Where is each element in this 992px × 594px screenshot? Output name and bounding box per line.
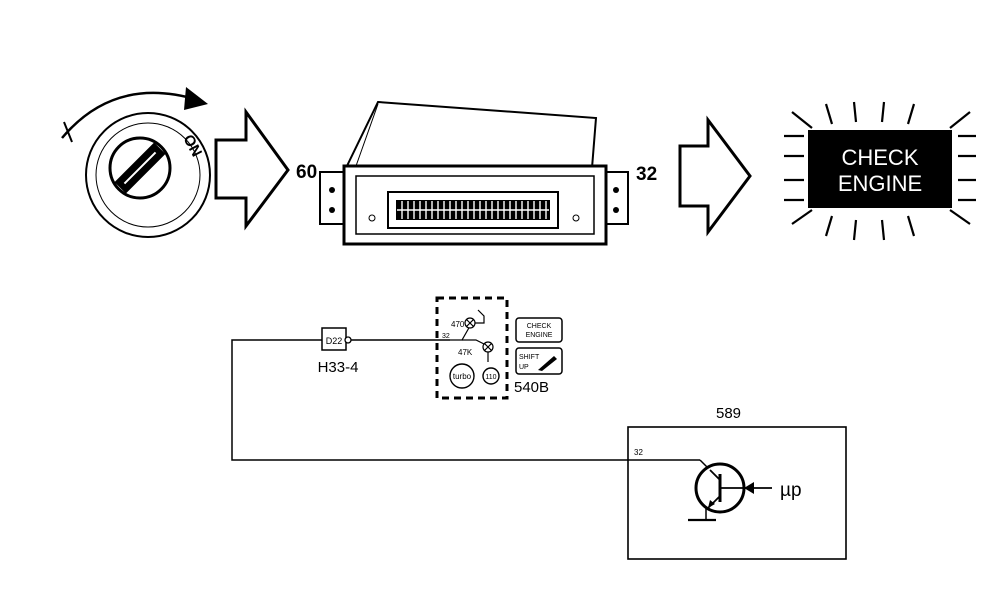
lamp-face bbox=[808, 130, 952, 208]
panel-pin-label: 32 bbox=[442, 333, 450, 340]
check-engine-indicator-line-2: ENGINE bbox=[526, 332, 553, 339]
switch-bezel bbox=[95, 122, 201, 228]
connector-label: H33-4 bbox=[318, 359, 359, 376]
rotation-arrowhead bbox=[184, 87, 208, 110]
shift-up-indicator-line-1: SHIFT bbox=[519, 354, 540, 361]
shift-lever-icon bbox=[538, 356, 557, 371]
signal-wire bbox=[231, 339, 700, 461]
lamp-470-symbol bbox=[464, 317, 476, 329]
panel-gauge-110-label: 110 bbox=[485, 374, 496, 381]
ignition-switch: ON bbox=[61, 87, 211, 238]
arc-tick bbox=[63, 121, 73, 143]
shift-up-indicator bbox=[515, 347, 563, 375]
panel-outline bbox=[435, 296, 509, 400]
instrument-panel-540b: 32 470 47K turbo 110 CHECK ENGINE SHIFT … bbox=[435, 296, 563, 400]
control-unit-pin-label: 32 bbox=[634, 448, 643, 457]
panel-label: 540B bbox=[514, 379, 549, 396]
turbo-gauge-label: turbo bbox=[453, 372, 472, 381]
input-arrowhead bbox=[744, 482, 754, 494]
flow-arrow-2 bbox=[678, 115, 752, 237]
ecu-output-pin-label: 32 bbox=[636, 164, 657, 185]
control-unit-589: 589 32 µp bbox=[627, 405, 847, 560]
turbo-gauge bbox=[449, 363, 475, 389]
check-engine-indicator bbox=[515, 317, 563, 343]
panel-gauge-110 bbox=[482, 367, 500, 385]
transistor-symbol bbox=[694, 462, 746, 514]
resistor-47k-label: 47K bbox=[458, 348, 473, 357]
ecu-lid bbox=[344, 100, 598, 169]
connector-h33-4: D22 H33-4 bbox=[318, 327, 359, 376]
flow-arrow-1 bbox=[214, 107, 290, 231]
connector-pin-label: D22 bbox=[326, 336, 343, 346]
lamp-glow-rays bbox=[784, 101, 976, 241]
ecu-input-pin-label: 60 bbox=[296, 162, 317, 183]
shift-up-indicator-line-2: UP bbox=[519, 364, 529, 371]
rotation-arc bbox=[61, 91, 199, 139]
lamp-text-line-1: CHECK bbox=[841, 145, 918, 170]
control-unit-label: 589 bbox=[716, 405, 741, 422]
check-engine-lamp: CHECK ENGINE bbox=[784, 101, 976, 241]
microprocessor-label: µp bbox=[780, 480, 802, 501]
ecu-module bbox=[319, 100, 629, 246]
resistor-470-label: 470 bbox=[451, 320, 465, 329]
lamp-47k-symbol bbox=[482, 341, 494, 353]
check-engine-indicator-line-1: CHECK bbox=[527, 323, 552, 330]
lamp-text-line-2: ENGINE bbox=[838, 171, 922, 196]
key-slot bbox=[114, 142, 166, 194]
